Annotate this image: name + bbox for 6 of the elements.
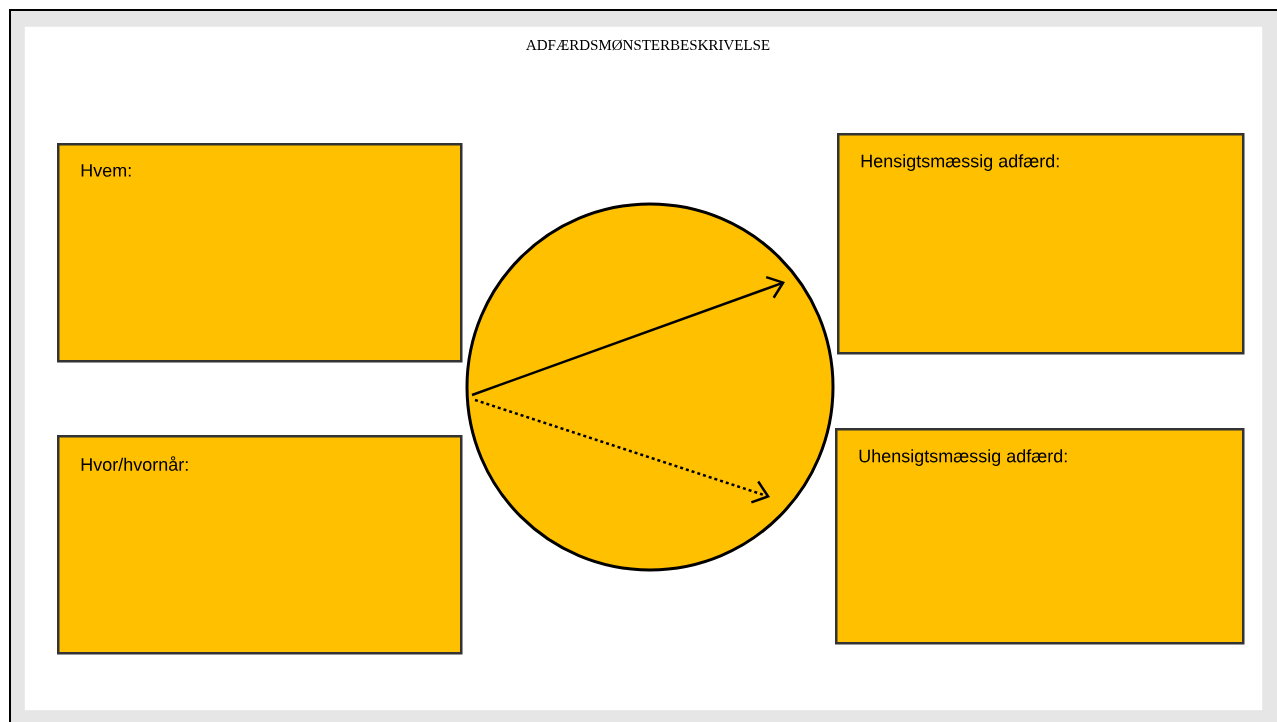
note-box: Hensigtsmæssig adfærd: (837, 133, 1245, 355)
title: ADFÆRDSMØNSTERBESKRIVELSE (526, 39, 770, 51)
note-box: Uhensigtsmæssig adfærd: (835, 428, 1245, 645)
note-box: Hvem: (57, 143, 463, 363)
circle (465, 202, 835, 572)
note-box: Hvor/hvornår: (57, 435, 463, 655)
